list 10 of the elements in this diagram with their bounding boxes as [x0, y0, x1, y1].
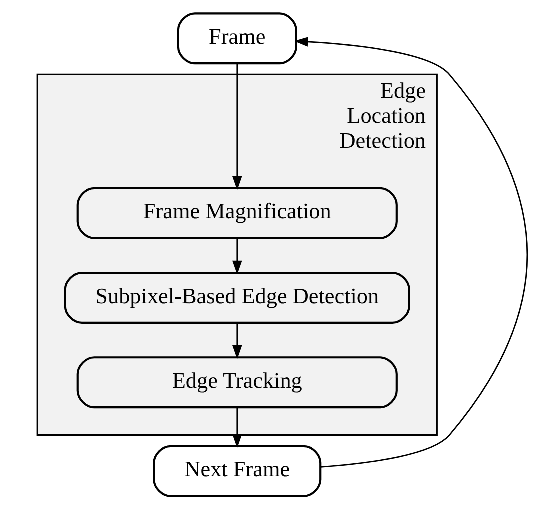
node-box: Frame [176, 12, 297, 65]
arrow [232, 408, 242, 448]
node-box: Frame Magnification [76, 187, 398, 240]
arrow [232, 238, 242, 275]
arrow [294, 37, 528, 468]
arrow [232, 64, 242, 190]
node-box: Edge Tracking [76, 356, 398, 409]
arrow [232, 323, 242, 360]
node-box: Subpixel-Based Edge Detection [64, 272, 410, 324]
node-box: Next Frame [152, 445, 322, 498]
